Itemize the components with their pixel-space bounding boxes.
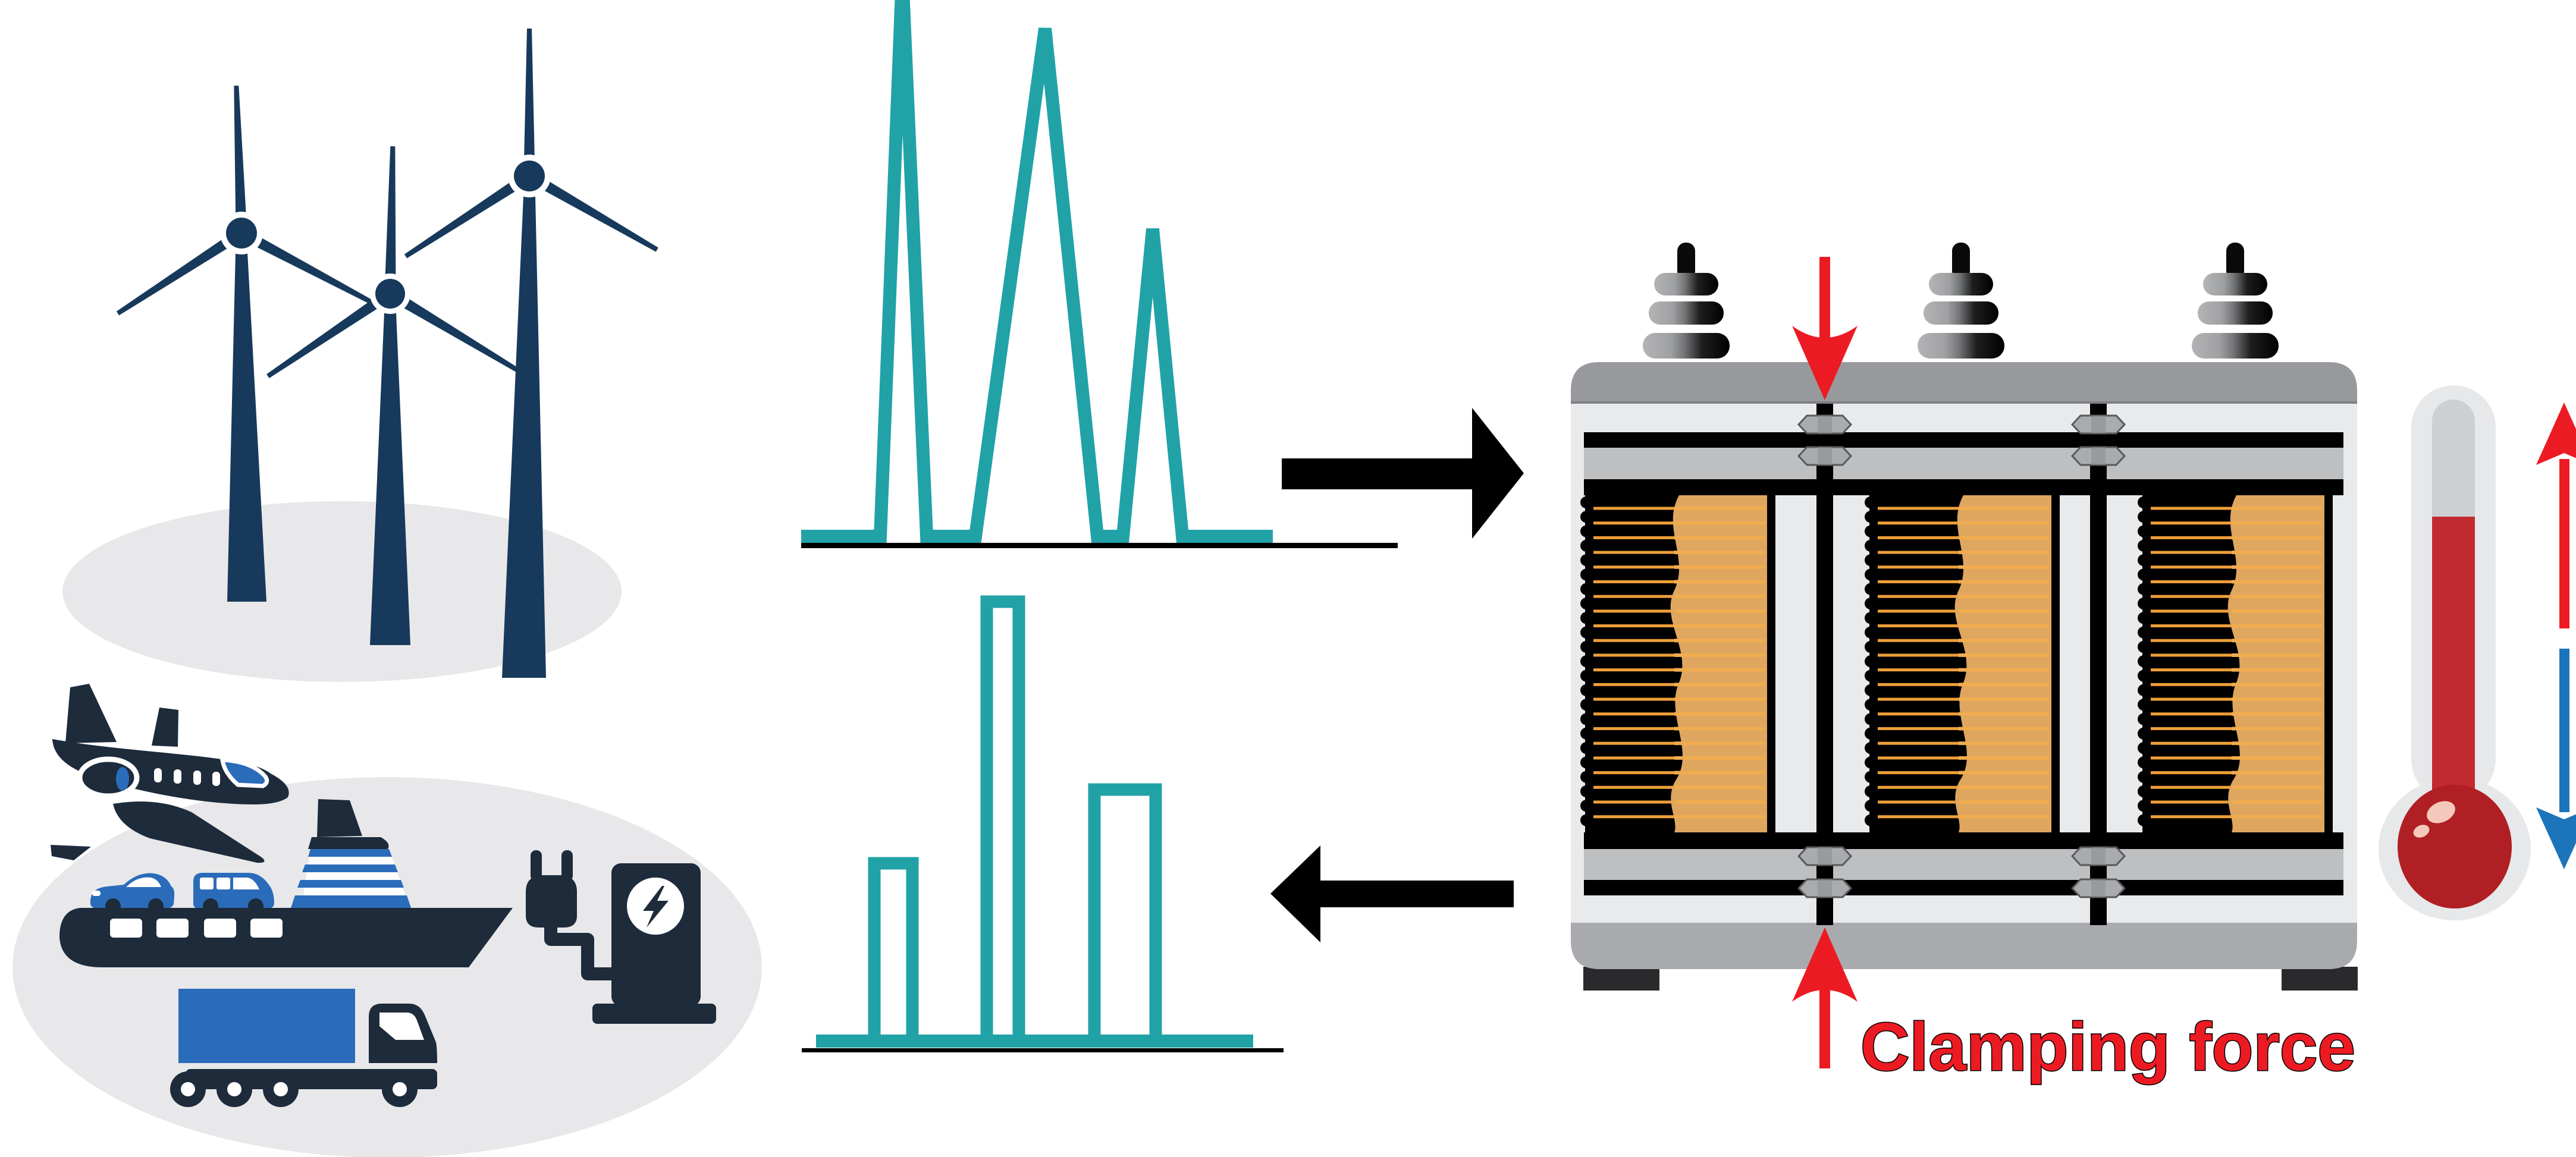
- turbine-tower: [502, 196, 546, 678]
- turbine-tower: [227, 252, 266, 602]
- transformer-foot: [2282, 967, 2358, 991]
- lightning-bolt-icon: [643, 886, 669, 928]
- clamping-force-annotation: Clamping force: [1792, 257, 2357, 1086]
- load-profile-line: [801, 0, 1273, 543]
- van-icon: [193, 873, 274, 914]
- ferry-funnel-cap: [308, 837, 389, 849]
- transformer-icon: Clamping force: [1571, 243, 2358, 1086]
- temp-up-arrow-icon: [2559, 459, 2569, 628]
- temp-up-arrowhead: [2536, 403, 2576, 465]
- charger-base: [592, 1004, 716, 1024]
- ferry-funnel-stack: [317, 799, 362, 837]
- wind-turbines-icon: [62, 29, 660, 682]
- truck-wheels: [170, 1071, 418, 1107]
- wind-turbine: [265, 146, 520, 645]
- top-band-edge: [1571, 401, 2357, 404]
- plane-tail-fin: [65, 684, 117, 743]
- truck-cargo-box: [178, 989, 355, 1063]
- load-chart-axis: [801, 543, 1398, 548]
- clamping-frame: [1584, 404, 2343, 925]
- turbine-tower: [370, 313, 410, 645]
- tie-rod: [2090, 404, 2107, 925]
- smoothed-chart-axis: [802, 1048, 1284, 1052]
- thermometer-bulb: [2398, 785, 2512, 908]
- fluctuating-load-chart: [801, 0, 1398, 548]
- bulb-highlight: [2427, 801, 2455, 823]
- thermometer-icon: [2379, 385, 2531, 920]
- plane-icon: [51, 684, 289, 863]
- red-up-arrow-icon: [1819, 985, 1830, 1068]
- wind-turbine: [115, 85, 375, 602]
- plane-wing: [113, 801, 265, 863]
- temperature-arrows: [2536, 403, 2576, 869]
- transformer-foot: [1583, 967, 1659, 991]
- plane-engine-intake: [116, 767, 129, 791]
- left-arrow-icon: [1270, 845, 1514, 942]
- tie-rod: [1816, 404, 1833, 925]
- ferry-windows: [110, 919, 283, 938]
- smoothed-profile-bars: [868, 595, 1162, 1041]
- truck-windshield: [379, 1013, 424, 1040]
- bushing-icon: [1918, 243, 2004, 359]
- ferry-funnel-stripes: [291, 849, 411, 908]
- right-arrow-icon: [1282, 408, 1524, 539]
- truck-icon: [170, 989, 437, 1107]
- thermometer-tube-cap: [2432, 400, 2475, 542]
- bushing-icon: [2192, 243, 2279, 359]
- plug-icon: [526, 850, 577, 928]
- bushing-icon: [1643, 243, 1730, 359]
- winding: [1865, 495, 2060, 832]
- ground-ellipse: [62, 501, 622, 682]
- thermometer-mercury: [2432, 517, 2475, 820]
- red-down-arrowhead: [1792, 326, 1858, 400]
- ev-charger-icon: [526, 850, 716, 1024]
- winding: [2138, 495, 2333, 832]
- transformer-top-band: [1571, 362, 2357, 404]
- temp-down-arrowhead: [2536, 807, 2576, 869]
- ferry-icon: [59, 799, 513, 967]
- plane-tailplane: [51, 845, 91, 860]
- plane-cockpit: [219, 757, 269, 788]
- plane-far-wing: [152, 708, 178, 747]
- red-down-arrow-icon: [1819, 257, 1830, 340]
- plane-fuselage: [52, 739, 289, 804]
- smoothed-load-chart: [802, 595, 1284, 1052]
- wind-turbine: [403, 29, 660, 678]
- transport-icons: [12, 684, 762, 1157]
- bulb-highlight: [2413, 825, 2430, 838]
- transformer-bottom-band: [1571, 923, 2357, 969]
- red-up-arrowhead: [1792, 928, 1858, 1002]
- plane-windows: [154, 768, 220, 786]
- clamping-force-label: Clamping force: [1860, 1010, 2355, 1085]
- temp-down-arrow-icon: [2559, 649, 2569, 812]
- winding: [1580, 495, 1775, 832]
- charger-cable: [544, 919, 625, 980]
